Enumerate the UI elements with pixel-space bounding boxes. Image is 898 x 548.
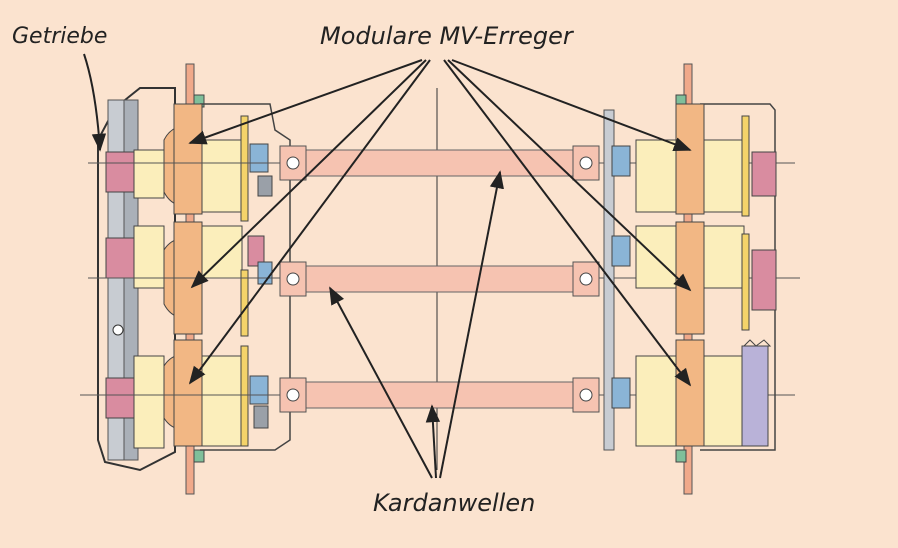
cardan-shaft-top xyxy=(88,145,795,181)
left-exciter-middle xyxy=(105,221,273,337)
right-exciter-bottom xyxy=(611,339,772,447)
label-exciters: Modulare MV-Erreger xyxy=(320,22,573,50)
arrow-gearbox xyxy=(83,53,107,152)
arrows-exciters xyxy=(188,59,692,387)
arrows-cardan-shafts xyxy=(329,170,504,479)
left-exciter-top xyxy=(105,103,273,222)
right-exciter-top xyxy=(611,103,777,217)
label-gearbox: Getriebe xyxy=(12,24,108,49)
label-cardan-shafts: Kardanwellen xyxy=(373,489,536,517)
left-exciter-bottom xyxy=(105,339,269,449)
cardan-shaft-middle xyxy=(88,261,800,297)
